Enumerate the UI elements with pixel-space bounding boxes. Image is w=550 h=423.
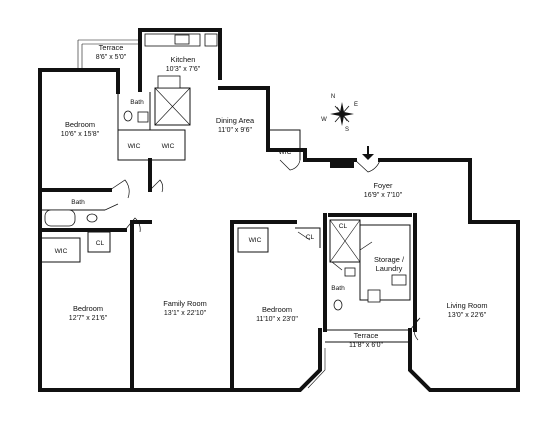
storage-name-line1: Storage / [374, 255, 405, 264]
wic-3-label: WIC [279, 149, 292, 156]
bath-left-label: Bath [71, 199, 85, 206]
compass-rose-icon: N E W S [321, 94, 358, 133]
bedroom-lower-left-dims: 12'7" x 21'6" [69, 315, 108, 322]
sink-center [344, 267, 356, 277]
cl-1-label: CL [96, 240, 105, 247]
washer [367, 289, 381, 303]
exterior-walls [38, 28, 520, 392]
wic-2-label: WIC [162, 143, 175, 150]
terrace-outlines [77, 39, 429, 389]
toilet-upper [123, 110, 133, 122]
bathtub-left [44, 209, 76, 227]
room-labels: Terrace 8'6" x 5'0" Kitchen 10'3" x 7'6"… [61, 43, 488, 349]
dining-name: Dining Area [216, 116, 255, 125]
cl-3-label: CL [339, 223, 348, 230]
foyer-name: Foyer [374, 181, 393, 190]
kitchen-counter [144, 33, 201, 47]
foyer-dims: 16'9" x 7'10" [364, 192, 403, 199]
living-room-dims: 13'0" x 22'6" [448, 312, 487, 319]
fridge [204, 33, 218, 47]
sink-upper [137, 111, 149, 123]
storage-name-line2: Laundry [376, 264, 403, 273]
compass-w: W [321, 117, 327, 123]
door-swings [104, 159, 421, 341]
wic-5-label: WIC [249, 237, 262, 244]
closet-bath-labels: Bath Bath Bath WIC WIC WIC WIC WIC CL CL… [55, 99, 348, 292]
toilet-left [86, 213, 98, 223]
bath-upper-label: Bath [130, 99, 144, 106]
compass-s: S [345, 127, 349, 133]
bedroom-upper-name: Bedroom [65, 120, 95, 129]
wic-4-label: WIC [55, 248, 68, 255]
terrace-top-name: Terrace [99, 43, 124, 52]
entry-counter [330, 160, 354, 168]
bath-center-label: Bath [331, 285, 345, 292]
bedroom-upper-dims: 10'6" x 15'8" [61, 131, 100, 138]
wic-1-label: WIC [128, 143, 141, 150]
kitchen-name: Kitchen [171, 55, 196, 64]
bedroom-center-dims: 11'10" x 23'0" [256, 316, 298, 323]
entry-arrow-icon [362, 146, 374, 160]
compass-n: N [331, 94, 335, 100]
fixtures [44, 33, 407, 311]
bedroom-center-name: Bedroom [262, 305, 292, 314]
family-room-name: Family Room [163, 299, 207, 308]
terrace-bottom-dims: 11'8" x 6'0" [349, 342, 383, 349]
stove [157, 75, 181, 89]
dining-dims: 11'0" x 9'6" [218, 127, 252, 134]
bedroom-lower-left-name: Bedroom [73, 304, 103, 313]
storage-shelf [391, 274, 407, 286]
compass-e: E [354, 102, 358, 108]
toilet-center [333, 299, 343, 311]
terrace-bottom-name: Terrace [354, 331, 379, 340]
living-room-name: Living Room [446, 301, 487, 310]
kitchen-sink [174, 34, 190, 45]
kitchen-dims: 10'3" x 7'6" [166, 66, 201, 73]
family-room-dims: 13'1" x 22'10" [164, 310, 207, 317]
terrace-top-dims: 8'6" x 5'0" [96, 54, 127, 61]
cl-2-label: CL [306, 234, 315, 241]
